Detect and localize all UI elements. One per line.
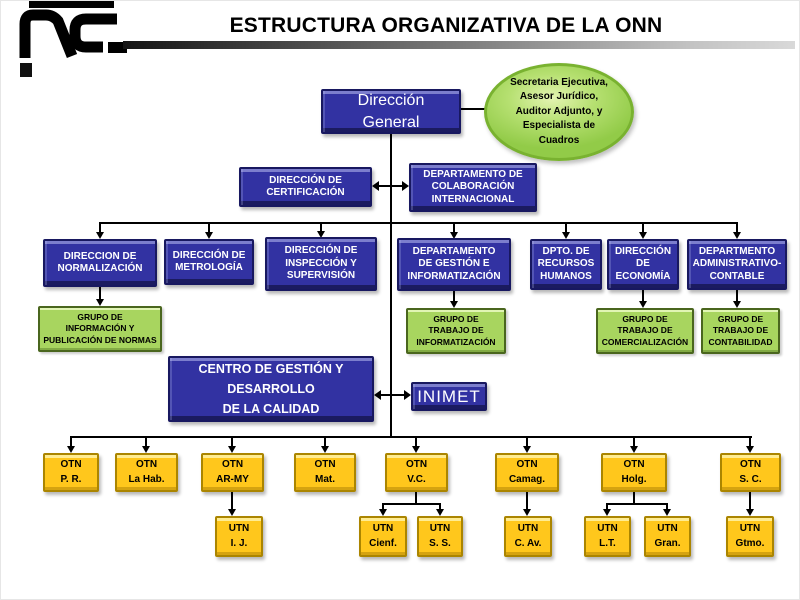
title-underline-bar — [123, 41, 795, 49]
arrow-down — [639, 290, 647, 308]
node-otn-lahab: OTN La Hab. — [115, 453, 178, 492]
arrow-down — [67, 437, 75, 453]
node-direccion-economia: DIRECCIÓN DE ECONOMÍA — [607, 239, 679, 290]
double-arrow-certificacion — [372, 181, 409, 191]
node-departamento-administrativo: DEPARTMENTO ADMINISTRATIVO- CONTABLE — [687, 239, 787, 290]
arrow-down — [96, 223, 104, 239]
node-utn-cienf: UTN Cienf. — [359, 516, 407, 557]
arrow-down — [639, 223, 647, 239]
arrow-down — [317, 223, 325, 238]
node-otn-mat: OTN Mat. — [294, 453, 356, 492]
node-otn-pr: OTN P. R. — [43, 453, 99, 492]
node-utn-ij: UTN I. J. — [215, 516, 263, 557]
node-utn-cav: UTN C. Av. — [504, 516, 552, 557]
arrow-down — [746, 492, 754, 516]
node-grupo-normas: GRUPO DE INFORMACIÓN Y PUBLICACIÓN DE NO… — [38, 306, 162, 352]
arrow-down — [228, 437, 236, 453]
nc-logo — [19, 1, 127, 77]
node-utn-lt: UTN L.T. — [584, 516, 631, 557]
arrow-down — [436, 504, 444, 516]
arrow-down — [733, 290, 741, 308]
arrow-down — [562, 223, 570, 239]
arrow-down — [205, 223, 213, 239]
node-centro-gestion-calidad: CENTRO DE GESTIÓN Y DESARROLLO DE LA CAL… — [168, 356, 374, 422]
arrow-down — [523, 437, 531, 453]
row2-branch-line — [99, 222, 738, 224]
arrow-down — [523, 492, 531, 516]
node-direccion-metrologia: DIRECCIÓN DE METROLOGÍA — [164, 239, 254, 285]
double-arrow-inimet — [374, 390, 411, 400]
arrow-down — [412, 437, 420, 453]
holg-branch-stem — [633, 492, 635, 504]
otn-branch-line — [70, 436, 752, 438]
node-otn-holg: OTN Holg. — [601, 453, 667, 492]
node-direccion-normalizacion: DIRECCION DE NORMALIZACIÓN — [43, 239, 157, 287]
node-departamento-colaboracion: DEPARTAMENTO DE COLABORACIÓN INTERNACION… — [409, 163, 537, 212]
node-direccion-general: Dirección General — [321, 89, 461, 134]
trunk-line — [390, 134, 392, 437]
node-utn-gran: UTN Gran. — [644, 516, 691, 557]
arrow-down — [321, 437, 329, 453]
node-grupo-informatizacion: GRUPO DE TRABAJO DE INFORMATIZACIÓN — [406, 308, 506, 354]
node-departamento-gestion: DEPARTAMENTO DE GESTIÓN E INFORMATIZACIÓ… — [397, 238, 511, 291]
node-dpto-recursos-humanos: DPTO. DE RECURSOS HUMANOS — [530, 239, 602, 290]
node-otn-sc: OTN S. C. — [720, 453, 781, 492]
arrow-down — [663, 504, 671, 516]
arrow-down — [450, 223, 458, 239]
arrow-down — [228, 492, 236, 516]
node-direccion-inspeccion: DIRECCIÓN DE INSPECCIÓN Y SUPERVISIÓN — [265, 237, 377, 291]
node-grupo-comercializacion: GRUPO DE TRABAJO DE COMERCIALIZACIÓN — [596, 308, 694, 354]
node-utn-ss: UTN S. S. — [417, 516, 463, 557]
arrow-down — [450, 291, 458, 308]
node-staff-ellipse: Secretaria Ejecutiva, Asesor Jurídico, A… — [484, 63, 634, 161]
vc-branch-line — [382, 503, 441, 505]
node-otn-camag: OTN Camag. — [495, 453, 559, 492]
arrow-down — [630, 437, 638, 453]
vc-branch-stem — [415, 492, 417, 504]
node-utn-gtmo: UTN Gtmo. — [726, 516, 774, 557]
node-otn-army: OTN AR-MY — [201, 453, 264, 492]
arrow-down — [96, 287, 104, 306]
page-title: ESTRUCTURA ORGANIZATIVA DE LA ONN — [229, 14, 663, 37]
arrow-down — [733, 223, 741, 239]
holg-branch-line — [606, 503, 668, 505]
node-otn-vc: OTN V.C. — [385, 453, 448, 492]
arrow-down — [603, 504, 611, 516]
arrow-down — [142, 437, 150, 453]
arrow-down — [746, 437, 754, 453]
staff-connector-line — [461, 108, 485, 110]
arrow-down — [379, 504, 387, 516]
node-direccion-certificacion: DIRECCIÓN DE CERTIFICACIÓN — [239, 167, 372, 207]
node-grupo-contabilidad: GRUPO DE TRABAJO DE CONTABILIDAD — [701, 308, 780, 354]
node-inimet: INIMET — [411, 382, 487, 411]
